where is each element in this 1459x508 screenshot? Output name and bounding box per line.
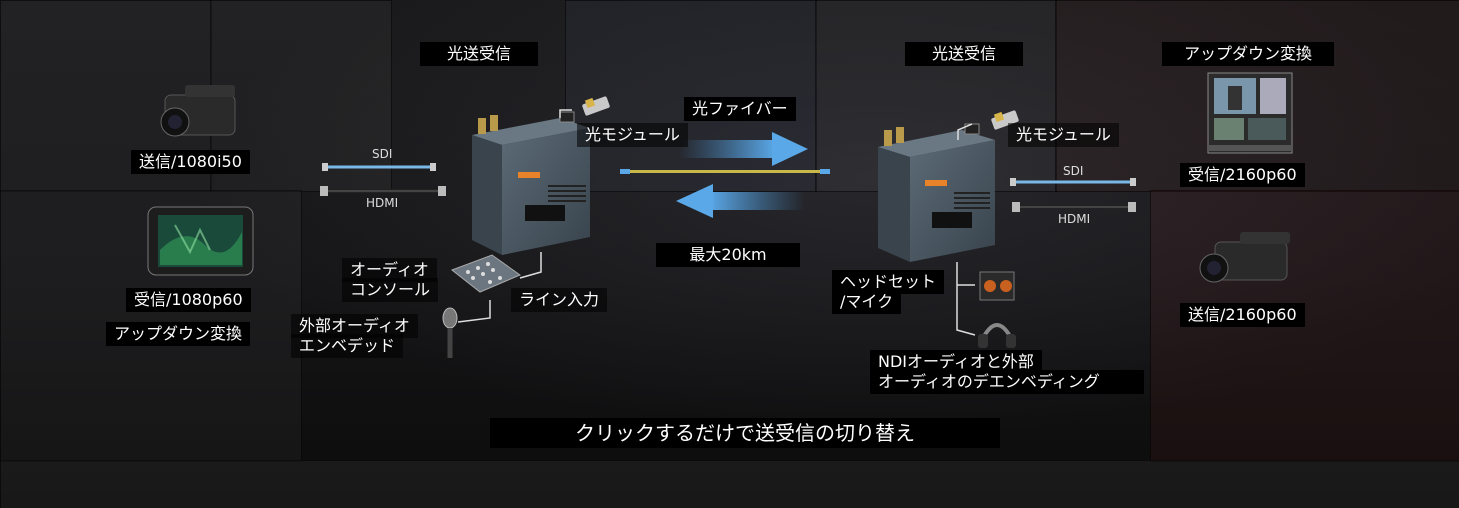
- sdi-cable-right: [1010, 178, 1136, 186]
- microphone-icon: [442, 307, 458, 358]
- rack-monitor-icon: [1207, 72, 1293, 154]
- audio-console-label-2: コンソール: [342, 278, 439, 302]
- connector-line: [559, 109, 572, 118]
- optical-module-label-left: 光モジュール: [577, 123, 688, 147]
- connector-line: [956, 262, 976, 336]
- hdmi-label-left: HDMI: [366, 196, 399, 210]
- max-distance-label: 最大20km: [656, 243, 800, 267]
- updown-label-left: アップダウン変換: [106, 322, 251, 346]
- sdi-label-right: SDI: [1063, 164, 1084, 178]
- ext-audio-label-2: エンベデッド: [291, 334, 404, 358]
- ndi-label-2: オーディオのデエンベディング: [870, 370, 1144, 394]
- optical-module-label-right: 光モジュール: [1008, 123, 1119, 147]
- connector-line: [519, 252, 542, 279]
- bg-tile: [0, 460, 1459, 508]
- optical-module-icon-left: [582, 96, 610, 116]
- transceiver-label-left: 光送受信: [420, 42, 538, 66]
- hdmi-label-right: HDMI: [1058, 212, 1091, 226]
- recv-1080p60-label: 受信/1080p60: [126, 288, 251, 312]
- optical-transceiver-right: [878, 123, 995, 262]
- optical-transceiver-left: [472, 111, 590, 255]
- sdi-cable-left: [322, 163, 436, 171]
- fiber-cable: [620, 169, 830, 174]
- headset-label-2: /マイク: [832, 290, 902, 314]
- fiber-label: 光ファイバー: [684, 97, 796, 121]
- connector-line: [457, 300, 491, 323]
- recv-2160p60-label: 受信/2160p60: [1180, 163, 1305, 187]
- switch-caption: クリックするだけで送受信の切り替え: [490, 418, 1000, 448]
- audio-console-icon: [450, 254, 522, 293]
- hdmi-cable-right: [1012, 202, 1136, 212]
- field-monitor-icon: [147, 206, 254, 276]
- updown-label-top: アップダウン変換: [1162, 42, 1334, 66]
- arrow-left-icon: [676, 184, 805, 218]
- send-1080i50-label: 送信/1080i50: [131, 150, 250, 174]
- sdi-label-left: SDI: [372, 147, 393, 161]
- camcorder-icon-right: [1199, 232, 1290, 283]
- arrow-right-icon: [680, 132, 808, 166]
- line-input-label: ライン入力: [511, 288, 608, 312]
- transceiver-label-right: 光送受信: [905, 42, 1023, 66]
- hdmi-cable-left: [320, 186, 446, 196]
- headset-icon: [978, 323, 1016, 348]
- connector-line: [957, 123, 973, 140]
- send-2160p60-label: 送信/2160p60: [1180, 303, 1305, 327]
- camcorder-icon-left: [160, 85, 236, 137]
- optical-module-icon-right: [991, 110, 1019, 130]
- speaker-icon: [979, 271, 1015, 301]
